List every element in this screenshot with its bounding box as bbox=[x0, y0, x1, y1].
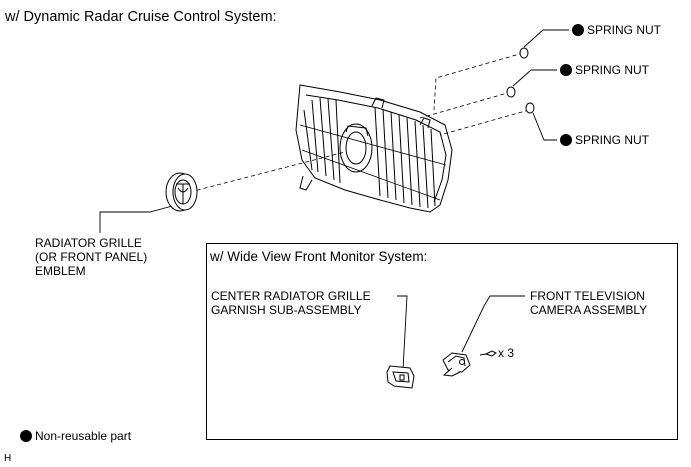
non-reusable-dot-icon bbox=[572, 24, 584, 36]
radiator-grille bbox=[295, 84, 453, 213]
legend-non-reusable: Non-reusable part bbox=[20, 429, 131, 443]
garnish-callout: CENTER RADIATOR GRILLE GARNISH SUB-ASSEM… bbox=[211, 289, 371, 317]
inset-title: w/ Wide View Front Monitor System: bbox=[210, 249, 428, 264]
emblem-part bbox=[165, 172, 198, 212]
camera-part bbox=[442, 352, 471, 377]
figure-title: w/ Dynamic Radar Cruise Control System: bbox=[5, 9, 277, 25]
leader-lines bbox=[99, 29, 569, 371]
screw-part bbox=[479, 350, 497, 357]
spring-nut-callout-3: SPRING NUT bbox=[560, 133, 649, 147]
non-reusable-dot-icon bbox=[560, 134, 572, 146]
camera-callout: FRONT TELEVISION CAMERA ASSEMBLY bbox=[530, 289, 648, 317]
screw-quantity-label: x 3 bbox=[498, 346, 515, 360]
spring-nut-parts bbox=[506, 47, 535, 114]
assembly-lines bbox=[189, 52, 530, 193]
non-reusable-dot-icon bbox=[20, 430, 32, 442]
spring-nut-callout-2: SPRING NUT bbox=[560, 63, 649, 77]
garnish-part bbox=[386, 365, 415, 389]
inset-panel bbox=[206, 243, 678, 440]
non-reusable-dot-icon bbox=[560, 64, 572, 76]
emblem-callout: RADIATOR GRILLE (OR FRONT PANEL) EMBLEM bbox=[35, 236, 148, 278]
spring-nut-callout-1: SPRING NUT bbox=[572, 23, 661, 37]
corner-code: H bbox=[4, 453, 12, 464]
